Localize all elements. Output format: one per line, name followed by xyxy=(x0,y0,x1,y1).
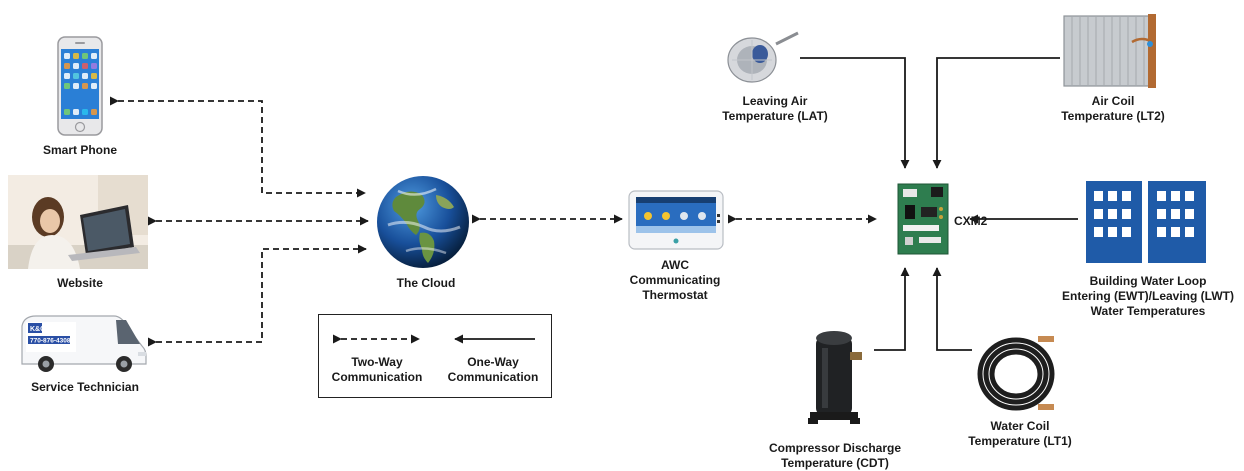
lt1-label-line-2: Temperature (LT1) xyxy=(968,434,1072,448)
legend-arrows xyxy=(332,334,535,344)
lt2-label-line-1: Air Coil xyxy=(1091,94,1135,108)
legend-two-way-label: Two-Way Communication xyxy=(323,355,431,385)
cxm2-label: CXM2 xyxy=(954,214,988,228)
lt1-label-line-1: Water Coil xyxy=(990,419,1050,433)
lt2-cxm2-link xyxy=(932,57,1060,169)
cdt-label-line-1: Compressor Discharge xyxy=(768,441,902,455)
service-van-icon: K&G 770-876-4308 xyxy=(21,315,147,372)
website-user-image xyxy=(8,175,148,269)
legend-two-way-line-1: Two-Way xyxy=(351,355,403,369)
lat-label: Leaving Air Temperature (LAT) xyxy=(700,94,850,124)
van-phone-text: 770-876-4308 xyxy=(30,338,71,345)
thermostat-label-line-2: Communicating xyxy=(629,273,721,287)
compressor-icon xyxy=(808,331,862,424)
legend-one-way-line-1: One-Way xyxy=(467,355,519,369)
lt2-label: Air Coil Temperature (LT2) xyxy=(1038,94,1188,124)
water-coil-icon xyxy=(977,336,1055,411)
legend-two-way-line-2: Communication xyxy=(331,370,423,384)
smart-phone-icon xyxy=(57,36,103,136)
legend-one-way-label: One-Way Communication xyxy=(439,355,547,385)
van-company-text: K&G xyxy=(30,326,46,333)
building-label: Building Water Loop Entering (EWT)/Leavi… xyxy=(1060,274,1236,319)
earth-globe-icon xyxy=(377,176,469,268)
thermostat-label-line-1: AWC xyxy=(661,258,689,272)
cdt-cxm2-link xyxy=(874,267,910,351)
website-label: Website xyxy=(57,276,103,290)
building-label-line-1: Building Water Loop xyxy=(1089,274,1207,288)
building-icon xyxy=(1086,181,1206,263)
lt1-label: Water Coil Temperature (LT1) xyxy=(950,419,1090,449)
air-coil-icon xyxy=(1063,14,1156,88)
blower-motor-icon xyxy=(727,31,799,83)
thermostat-label: AWC Communicating Thermostat xyxy=(600,258,750,303)
lt2-label-line-2: Temperature (LT2) xyxy=(1061,109,1165,123)
building-label-line-2: Entering (EWT)/Leaving (LWT) xyxy=(1062,289,1234,303)
lat-cxm2-link xyxy=(800,57,910,169)
cxm2-board-icon xyxy=(897,183,949,255)
cdt-label: Compressor Discharge Temperature (CDT) xyxy=(752,441,918,471)
cloud-label: The Cloud xyxy=(396,276,456,290)
phone-cloud-link xyxy=(109,96,366,198)
lt1-cxm2-link xyxy=(932,267,972,351)
service-technician-label: Service Technician xyxy=(31,380,139,394)
thermostat-icon xyxy=(628,190,724,250)
smart-phone-label: Smart Phone xyxy=(42,143,117,157)
technician-cloud-link xyxy=(147,244,367,347)
cdt-label-line-2: Temperature (CDT) xyxy=(781,456,889,470)
legend-one-way-line-2: Communication xyxy=(447,370,539,384)
thermostat-label-line-3: Thermostat xyxy=(642,288,708,302)
building-label-line-3: Water Temperatures xyxy=(1090,304,1206,318)
lat-label-line-1: Leaving Air xyxy=(742,94,808,108)
legend: Two-Way Communication One-Way Communicat… xyxy=(318,314,552,398)
lat-label-line-2: Temperature (LAT) xyxy=(722,109,828,123)
